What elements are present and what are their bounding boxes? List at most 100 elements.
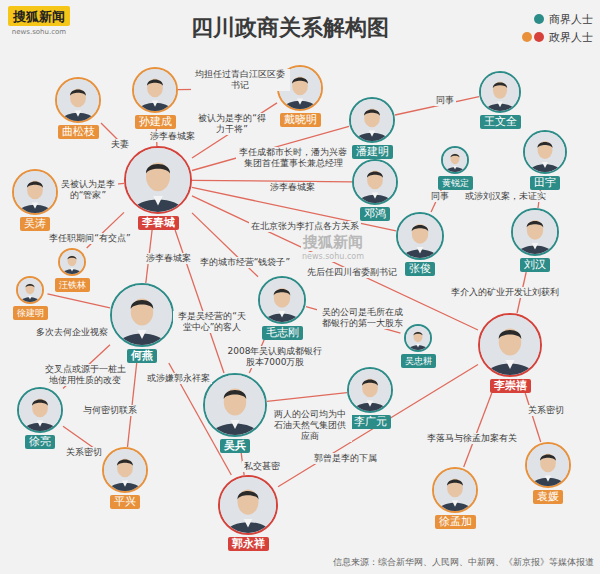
relation-label: 李任职期间“有交点” [47,233,132,244]
logo-text: 搜狐新闻 [11,9,67,24]
face [32,398,48,417]
person-node: 徐亮 [17,387,63,449]
name-tag: 毛志刚 [262,326,303,340]
face [499,329,522,356]
photo-ground [398,214,442,258]
silhouette [126,148,190,212]
photo-ground [406,326,430,350]
chart-title: 四川政商关系解构图 [191,13,389,43]
photo-ground [126,148,190,212]
hair [32,400,48,406]
relation-label: 私交甚密 [242,461,282,472]
person-node: 徐孟加 [432,467,478,529]
portrait [349,97,395,143]
silhouette [525,132,565,172]
logo-text: news.sohu.com [10,28,68,37]
relation-label: 关系密切 [64,447,104,458]
relation-label: 李落马与徐孟加案有关 [425,433,519,444]
collar [506,360,515,369]
photo-ground [513,210,557,254]
collar [417,247,424,254]
name-tag: 徐孟加 [435,515,476,529]
name-tag: 王文全 [480,115,521,129]
name-tag: 李崇禧 [490,379,531,393]
face [538,141,553,159]
portrait [478,313,542,377]
hair [364,110,380,116]
face [27,180,43,199]
name-tag: 孙建成 [135,115,176,129]
relation-label: 李任成都市长时，潘为兴蓉集团首任董事长兼总经理 [236,147,350,169]
name-tag: 田宇 [530,176,560,190]
name-tag: 黄锐定 [438,176,473,190]
relation-label: 2008年吴认购成都银行股本7000万股 [225,346,325,368]
collar [453,166,457,170]
silhouette [527,444,569,486]
photo-ground [480,315,540,375]
relation-label: 或涉刘汉案，未证实 [463,191,548,202]
relation-label: 在北京张为李打点各方关系 [249,221,361,232]
face [147,78,163,97]
silhouette [205,375,265,435]
silhouette [220,477,276,533]
portrait [525,442,571,488]
face [117,458,133,477]
portrait [132,67,178,113]
photo-ground [112,285,172,345]
name-tag: 曲松枝 [58,125,99,139]
photo-ground [18,278,42,302]
silhouette [112,285,172,345]
portrait [523,130,567,174]
silhouette [60,250,84,274]
person-node: 曲松枝 [55,77,101,139]
face [26,283,35,294]
collar [152,101,158,107]
face [274,288,291,308]
relation-line [525,393,541,442]
legend-text: 政界人士 [549,30,593,45]
photo-ground [60,250,84,274]
face [527,220,544,240]
face [224,389,247,416]
legend-row: 商界人士 [522,10,593,28]
hair [25,284,34,288]
person-node-large: 何燕 [110,283,174,363]
collar [122,481,128,487]
name-tag: 何燕 [127,349,157,363]
hair [413,332,422,336]
relation-label: 李的城市经营“钱袋子” [198,257,292,268]
person-node-large: 李崇禧 [478,313,542,393]
silhouette [134,69,176,111]
relation-label: 郭曾是李的下属 [312,453,379,464]
portrait [110,283,174,347]
portrait [441,146,469,174]
person-node-large: 郭永祥 [218,475,278,551]
collar [231,420,240,429]
portrait [396,212,444,260]
portrait [12,169,58,215]
collar [75,111,81,117]
person-node: 吴涛 [12,169,58,231]
legend-text: 商界人士 [549,12,593,27]
relation-label: 涉李春城案 [268,182,317,193]
person-node: 袁媛 [525,442,571,504]
photo-ground [354,161,396,203]
photo-ground [525,132,565,172]
photo-ground [434,469,476,511]
name-tag: 徐建明 [13,306,48,320]
person-node: 黄锐定 [438,146,473,190]
source-caption: 信息来源：综合新华网、人民网、中新网、《新京报》等媒体报道 [333,556,594,569]
collar [452,501,458,507]
silhouette [406,326,430,350]
collar [532,243,539,250]
face [493,82,507,99]
watermark: news.sohu.com [300,252,366,262]
hair [450,154,459,158]
face [238,490,259,515]
legend-row: 政界人士 [522,28,593,46]
person-node-large: 李春城 [124,146,192,230]
relation-label: 李是吴经营的“天堂中心”的客人 [173,311,251,333]
silhouette [349,369,391,411]
hair [362,380,378,386]
